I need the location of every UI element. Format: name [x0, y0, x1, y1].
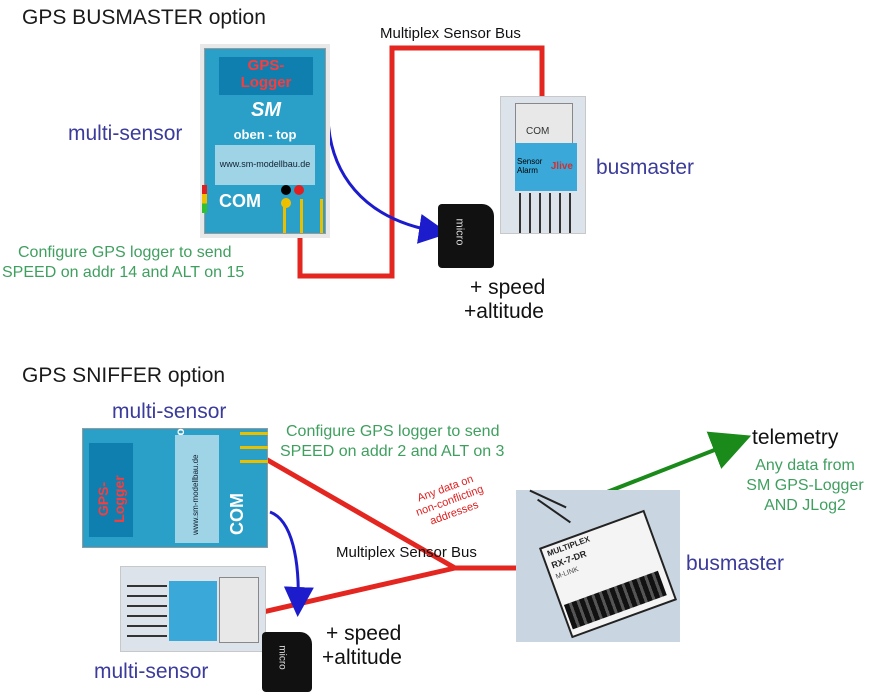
gps-logo-line1: GPS- — [247, 57, 285, 74]
top-plus-altitude: +altitude — [464, 300, 544, 323]
top-config-line2: SPEED on addr 14 and ALT on 15 — [2, 264, 245, 281]
bottom-busmaster-label: busmaster — [686, 552, 785, 575]
top-bus-label: Multiplex Sensor Bus — [380, 25, 521, 42]
gps-pins — [283, 199, 323, 233]
gps-com-port: COM — [219, 191, 261, 211]
bottom-config-line1: Configure GPS logger to send — [286, 423, 500, 440]
telemetry-line1: Any data from — [755, 457, 855, 474]
jlive-brand: Jlive — [550, 161, 573, 172]
jlive-text1: Sensor — [517, 157, 543, 166]
bottom-plus-altitude: +altitude — [322, 646, 402, 669]
pin-plus-icon — [294, 185, 305, 195]
top-gps-logger-device: GPS- Logger SM oben - top www.sm-modellb… — [202, 48, 326, 234]
bottom-gps-pin-lines — [240, 430, 268, 464]
bottom-jlive-pins — [127, 577, 167, 637]
status-leds — [202, 185, 207, 213]
gps-subtitle: oben - top — [233, 127, 297, 142]
receiver-pin-header — [563, 570, 667, 630]
sd-card-text: micro — [453, 218, 466, 246]
top-plus-speed: + speed — [470, 276, 546, 299]
bottom-gps-url: www.sm-modellbau.de — [191, 454, 200, 535]
gps-url: www.sm-modellbau.de — [219, 159, 311, 169]
sm-brand: SM — [251, 99, 281, 121]
gps-logo-line2: Logger — [240, 74, 292, 91]
bottom-gps-logo-line1: GPS- — [95, 481, 111, 517]
top-config-line1: Configure GPS logger to send — [18, 244, 232, 261]
bottom-wire-gps — [262, 455, 457, 571]
top-gps-label: multi-sensor — [68, 122, 183, 145]
pin-minus-icon — [281, 185, 291, 195]
top-busmaster-label: busmaster — [596, 156, 695, 179]
bottom-gps-com: COM — [227, 493, 247, 535]
receiver-device: MULTIPLEX RX-7-DR M-LINK — [516, 489, 680, 642]
jlive-pins — [519, 193, 579, 233]
bottom-gps-logo-line2: Logger — [111, 475, 127, 523]
bottom-wire-jlive — [249, 565, 456, 618]
bottom-sd-card-text: micro — [276, 645, 288, 670]
telemetry-label: telemetry — [752, 426, 839, 449]
bottom-jlive-label: multi-sensor — [94, 660, 209, 683]
bottom-config-line2: SPEED on addr 2 and ALT on 3 — [280, 443, 505, 460]
top-title: GPS BUSMASTER option — [22, 6, 266, 29]
bottom-gps-label: multi-sensor — [112, 400, 227, 423]
top-bus-wire — [297, 45, 545, 279]
top-jlive-device: COM Sensor Alarm Jlive — [500, 96, 586, 234]
telemetry-line3: AND JLog2 — [764, 497, 846, 514]
bottom-jlive-device — [120, 566, 266, 652]
bottom-plus-speed: + speed — [326, 622, 402, 645]
telemetry-line2: SM GPS-Logger — [746, 477, 864, 494]
bottom-gps-logger-device: GPS- Logger oben - top www.sm-modellbau.… — [82, 421, 268, 548]
top-blue-arrow — [326, 117, 449, 244]
top-sd-card: micro — [438, 204, 494, 268]
bottom-title: GPS SNIFFER option — [22, 364, 226, 387]
jlive-text2: Alarm — [517, 166, 538, 175]
bottom-bus-label: Multiplex Sensor Bus — [336, 544, 477, 561]
bottom-sd-card: micro — [262, 632, 312, 692]
bottom-blue-arrow — [269, 510, 314, 617]
jlive-com: COM — [526, 126, 550, 137]
pin-signal-icon — [281, 198, 291, 208]
